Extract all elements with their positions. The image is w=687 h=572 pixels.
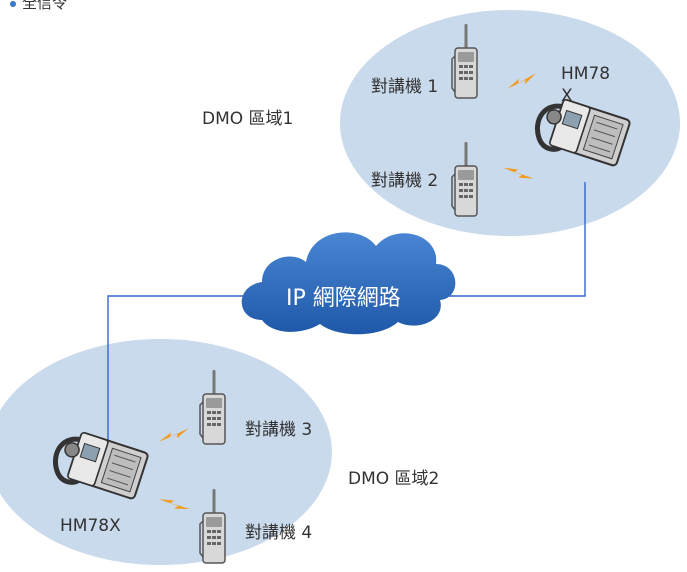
ip-network-cloud — [241, 232, 456, 335]
repeater-zone1-label-line2: X — [561, 86, 573, 106]
radio-1-label: 對講機 1 — [371, 77, 439, 97]
header-text: 全信令 — [22, 0, 68, 12]
repeater-zone2-label: HM78X — [60, 516, 121, 536]
radio-3-label: 對講機 3 — [245, 420, 313, 440]
radio-2-label: 對講機 2 — [371, 171, 439, 191]
radio-4-label: 對講機 4 — [245, 523, 313, 543]
zone-1-label: DMO 區域1 — [202, 109, 294, 129]
bullet-icon — [10, 0, 16, 7]
zone-1-area — [340, 10, 680, 236]
header-label: 全信令 — [10, 0, 67, 13]
network-label: IP 網際網路 — [286, 286, 401, 311]
zone-2-area — [0, 339, 332, 565]
repeater-zone1-label-line1: HM78 — [561, 64, 611, 84]
link-zone1-to-network — [448, 182, 586, 297]
zone-2-label: DMO 區域2 — [348, 469, 440, 489]
link-network-to-zone2 — [107, 295, 250, 440]
